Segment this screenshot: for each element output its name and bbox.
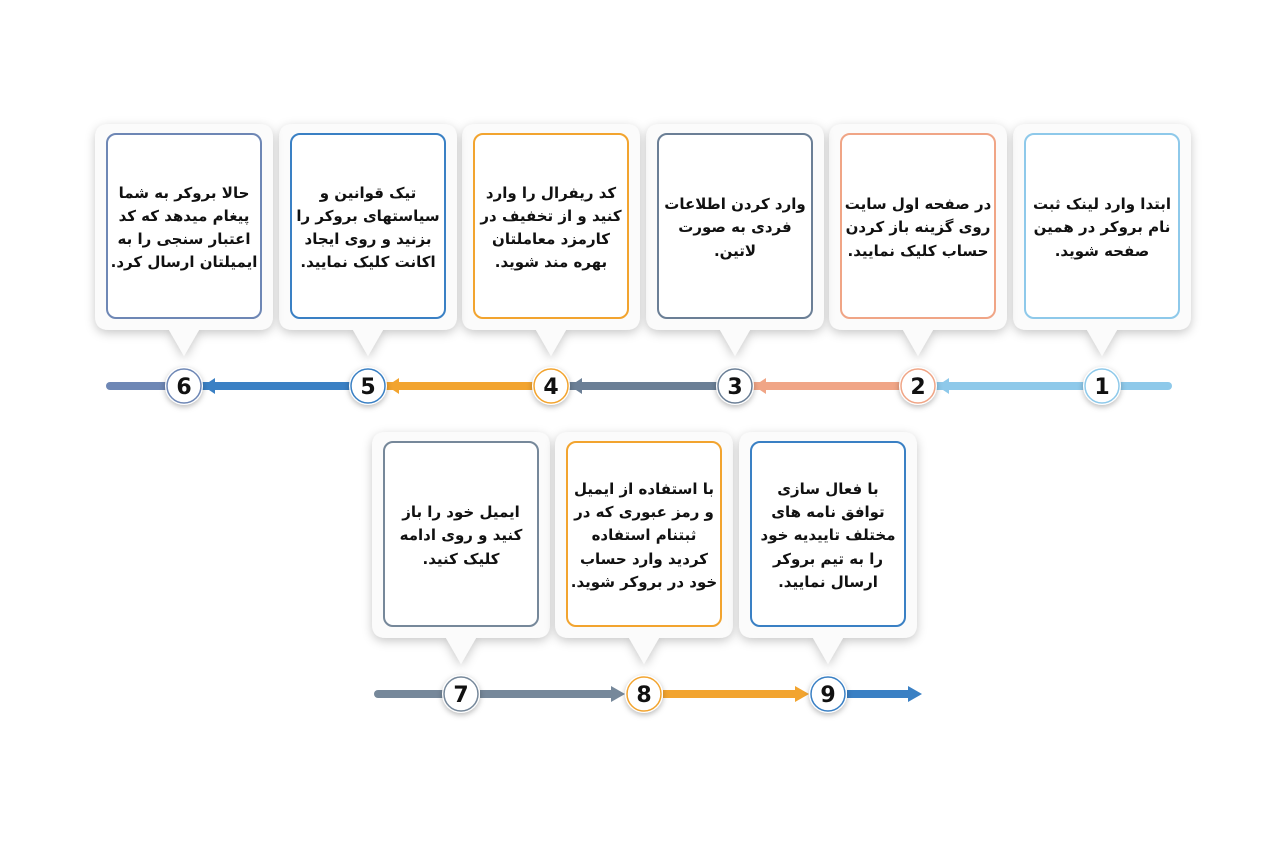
step-circle-ring	[533, 368, 569, 404]
step-number: 3	[727, 375, 742, 400]
step-description: تیک قوانین و سیاستهای بروکر را بزنید و ر…	[296, 183, 440, 272]
connector-arrowhead	[203, 378, 215, 394]
step-number: 8	[636, 683, 651, 708]
step-circle	[625, 675, 663, 713]
callout-shape	[555, 432, 733, 664]
step-circle	[809, 675, 847, 713]
step-circle	[532, 367, 570, 405]
step-number-badge-4: 4	[532, 367, 570, 405]
callout-border	[657, 133, 813, 319]
step-circle-ring	[810, 676, 846, 712]
step-circle	[1083, 367, 1121, 405]
step-circle	[165, 367, 203, 405]
step-description: با فعال سازی توافق نامه های مختلف تاییدی…	[760, 479, 896, 591]
step-number: 9	[820, 683, 835, 708]
step-circle-ring	[1084, 368, 1120, 404]
step-number: 6	[176, 375, 191, 400]
step-number-badge-5: 5	[349, 367, 387, 405]
connector-arrowhead	[387, 378, 399, 394]
step-number: 7	[453, 683, 468, 708]
connector-arrowhead	[570, 378, 582, 394]
step-number: 1	[1094, 375, 1109, 400]
step-circle-ring	[166, 368, 202, 404]
step-card-2: در صفحه اول سایت روی گزینه باز کردن حساب…	[829, 124, 1007, 356]
step-number-badge-7: 7	[442, 675, 480, 713]
connector-arrowhead	[908, 686, 922, 702]
step-number-badge-2: 2	[899, 367, 937, 405]
callout-shape	[279, 124, 457, 356]
step-card-6: حالا بروکر به شما پیغام میدهد که کد اعتب…	[95, 124, 273, 356]
step-card-4: کد ریفرال را وارد کنید و از تخفیف در کار…	[462, 124, 640, 356]
callout-border	[1024, 133, 1180, 319]
connector-arrowhead	[754, 378, 766, 394]
step-description: در صفحه اول سایت روی گزینه باز کردن حساب…	[844, 195, 992, 260]
callout-border	[566, 441, 722, 627]
callout-border	[383, 441, 539, 627]
step-description: ایمیل خود را باز کنید و روی ادامه کلیک ک…	[399, 503, 523, 568]
callout-shape	[739, 432, 917, 664]
step-number: 4	[543, 375, 558, 400]
callout-border	[750, 441, 906, 627]
callout-border	[840, 133, 996, 319]
step-circle	[716, 367, 754, 405]
step-circle	[442, 675, 480, 713]
step-description: حالا بروکر به شما پیغام میدهد که کد اعتب…	[110, 183, 258, 272]
callout-shape	[829, 124, 1007, 356]
connector-arrowhead	[937, 378, 949, 394]
callout-shape	[372, 432, 550, 664]
step-number-badge-3: 3	[716, 367, 754, 405]
callout-border	[106, 133, 262, 319]
connector-arrowhead	[611, 686, 625, 702]
step-circle-ring	[350, 368, 386, 404]
step-circle-ring	[900, 368, 936, 404]
connector-arrowhead	[795, 686, 809, 702]
step-number-badge-6: 6	[165, 367, 203, 405]
step-card-1: ابتدا وارد لینک ثبت نام بروکر در همین صف…	[1013, 124, 1191, 356]
step-circle-ring	[626, 676, 662, 712]
callout-shape	[462, 124, 640, 356]
step-circle-ring	[443, 676, 479, 712]
step-number-badge-8: 8	[625, 675, 663, 713]
step-number: 5	[360, 375, 375, 400]
step-description: وارد کردن اطلاعات فردی به صورت لاتین.	[664, 195, 806, 260]
step-circle-ring	[717, 368, 753, 404]
callout-shape	[1013, 124, 1191, 356]
step-card-8: با استفاده از ایمیل و رمز عبوری که در ثب…	[555, 432, 733, 664]
callout-shape	[95, 124, 273, 356]
callout-shape	[646, 124, 824, 356]
callout-border	[473, 133, 629, 319]
callout-border	[290, 133, 446, 319]
step-number: 2	[910, 375, 925, 400]
step-card-7: ایمیل خود را باز کنید و روی ادامه کلیک ک…	[372, 432, 550, 664]
step-description: ابتدا وارد لینک ثبت نام بروکر در همین صف…	[1032, 195, 1172, 260]
step-circle	[899, 367, 937, 405]
step-circle	[349, 367, 387, 405]
step-description: با استفاده از ایمیل و رمز عبوری که در ثب…	[570, 479, 718, 591]
step-card-5: تیک قوانین و سیاستهای بروکر را بزنید و ر…	[279, 124, 457, 356]
step-number-badge-1: 1	[1083, 367, 1121, 405]
step-card-3: وارد کردن اطلاعات فردی به صورت لاتین.	[646, 124, 824, 356]
step-number-badge-9: 9	[809, 675, 847, 713]
step-card-9: با فعال سازی توافق نامه های مختلف تاییدی…	[739, 432, 917, 664]
step-description: کد ریفرال را وارد کنید و از تخفیف در کار…	[480, 183, 622, 272]
